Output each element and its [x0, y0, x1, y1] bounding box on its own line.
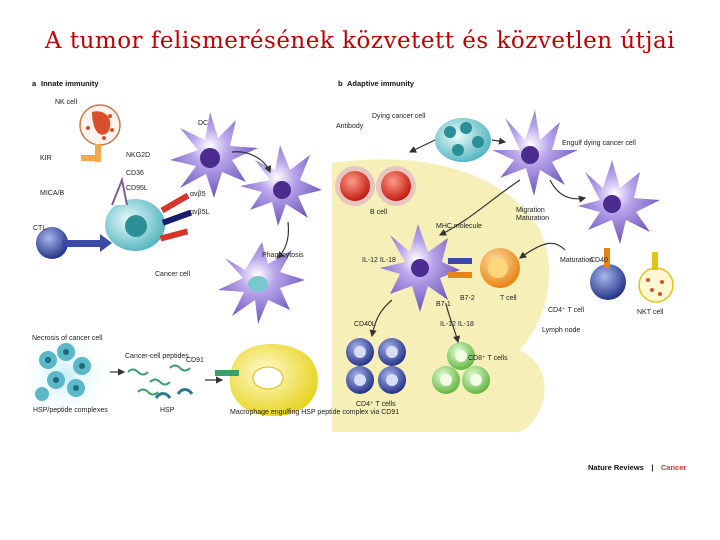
- slide-title: A tumor felismerésének közvetett és közv…: [44, 28, 676, 54]
- dendritic-cell-phagocytic: [240, 145, 322, 226]
- label-cd95l: CD95L: [126, 185, 148, 192]
- label-cd8-t-cells: CD8⁺ T cells: [468, 355, 508, 362]
- label-b7-1: B7-1: [436, 301, 451, 308]
- dendritic-cell-b-top: [492, 110, 578, 196]
- source-separator: |: [651, 463, 653, 472]
- panel-a-letter: a: [32, 79, 37, 88]
- label-antibody: Antibody: [336, 123, 364, 130]
- panel-b-letter: b: [338, 79, 343, 88]
- label-il12-il18-a: IL-12 IL-18: [362, 257, 396, 264]
- dying-cancer-cell: [435, 118, 491, 162]
- label-cd40: CD40: [590, 257, 608, 264]
- label-necrosis: Necrosis of cancer cell: [32, 335, 103, 342]
- cd4-t-cell: [590, 248, 626, 300]
- label-il12-il18-b: IL-12 IL-18: [440, 321, 474, 328]
- label-dying-cancer-cell: Dying cancer cell: [372, 113, 426, 120]
- label-maturation-1: Maturation: [516, 215, 549, 222]
- label-mhc: MHC molecule: [436, 223, 482, 230]
- label-b7-2: B7-2: [460, 295, 475, 302]
- panel-a-heading: Innate immunity: [41, 79, 99, 88]
- nkt-cell: [638, 252, 674, 303]
- dendritic-cell-lymph-node: [380, 224, 460, 312]
- label-ctl: CTL: [33, 225, 46, 232]
- label-cd91: CD91: [186, 357, 204, 364]
- hsp-proteins: [154, 388, 194, 399]
- cancer-cell-a: [105, 176, 193, 251]
- cd4-t-cells: [346, 338, 406, 394]
- t-cell: [448, 248, 520, 288]
- label-hsp: HSP: [160, 407, 175, 414]
- macrophage: [215, 344, 318, 417]
- dendritic-cell-engulfing: [218, 242, 305, 324]
- dendritic-cell-a: [170, 112, 258, 198]
- source-journal: Nature Reviews: [588, 463, 644, 472]
- label-cancer-cell: Cancer cell: [155, 271, 190, 278]
- peptides: [127, 364, 191, 396]
- source-credit: Nature Reviews | Cancer: [588, 457, 686, 474]
- ctl-cell: [36, 227, 112, 259]
- cd8-t-cells: [432, 342, 490, 394]
- label-maturation-2: Maturation: [560, 257, 593, 264]
- label-mica-b: MICA/B: [40, 190, 64, 197]
- nk-cell: [79, 104, 121, 162]
- label-alpha-v-beta5-l: αvβ5L: [190, 209, 209, 216]
- label-nk-cell: NK cell: [55, 99, 78, 106]
- label-migration: Migration: [516, 207, 545, 214]
- b-cells: [335, 166, 416, 206]
- label-cancer-cell-peptides: Cancer-cell peptides: [125, 353, 189, 360]
- panel-b-heading: Adaptive immunity: [347, 79, 415, 88]
- label-cd40l: CD40L: [354, 321, 376, 328]
- dendritic-cell-b-right: [578, 160, 660, 244]
- label-dc: DC: [198, 120, 208, 127]
- label-hsp-peptide: HSP/peptide complexes: [33, 407, 108, 414]
- label-alpha-v-beta5: αvβ5: [190, 191, 206, 198]
- label-t-cell: T cell: [500, 295, 517, 302]
- label-cd4-t-cells: CD4⁺ T cells: [356, 401, 396, 408]
- flow-arrows: [110, 137, 587, 384]
- necrotic-cancer-cells: [24, 336, 108, 416]
- label-macrophage: Macrophage engulfing HSP peptide complex…: [230, 409, 399, 416]
- label-engulf: Engulf dying cancer cell: [562, 140, 636, 147]
- label-nkt-cell: NKT cell: [637, 309, 664, 316]
- label-b-cell: B cell: [370, 209, 388, 216]
- label-phagocytosis: Phagocytosis: [262, 252, 304, 259]
- label-lymph-node: Lymph node: [542, 327, 580, 334]
- label-cd4-t-cell: CD4⁺ T cell: [548, 307, 585, 314]
- source-section: Cancer: [661, 463, 687, 472]
- label-cd36: CD36: [126, 170, 144, 177]
- label-kir: KIR: [40, 155, 52, 162]
- label-nkg2d: NKG2D: [126, 152, 150, 159]
